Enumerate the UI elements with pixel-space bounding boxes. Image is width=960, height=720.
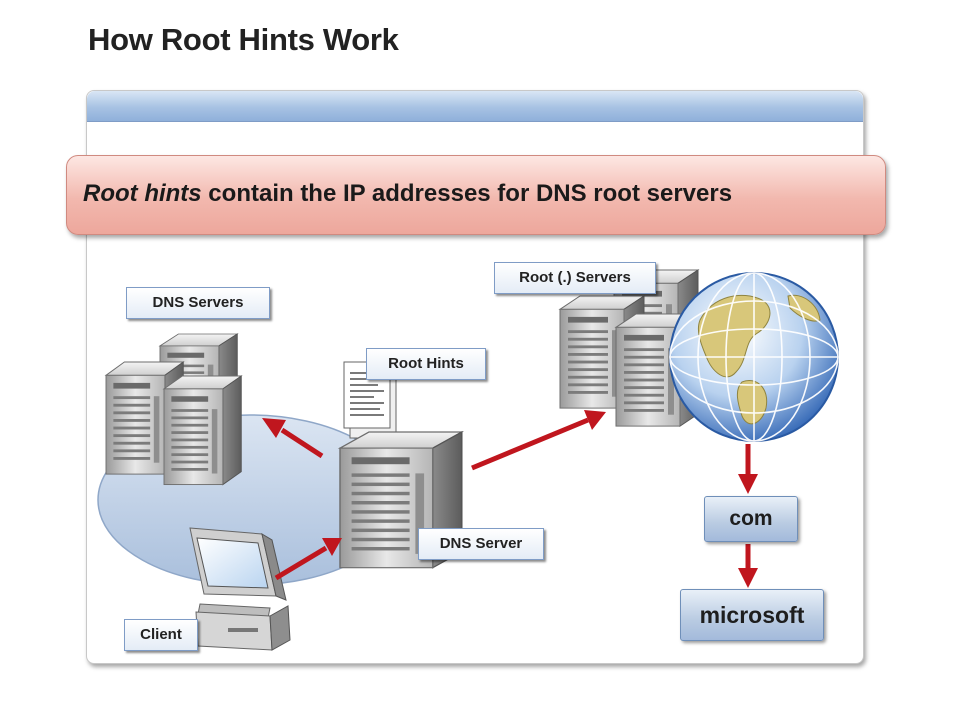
- arrow-dns-to-dns-servers: [280, 427, 324, 459]
- arrowhead: [738, 474, 758, 494]
- banner-rest: contain the IP addresses for DNS root se…: [201, 180, 733, 207]
- panel-header-bar: [87, 91, 863, 122]
- banner-emphasis: Root hints: [83, 180, 202, 207]
- computer-icon: [189, 527, 291, 651]
- label-root-hints: Root Hints: [366, 348, 486, 380]
- banner-text: Root hints contain the IP addresses for …: [83, 180, 732, 208]
- arrow-dns-to-root: [471, 417, 589, 471]
- label-root-servers: Root (.) Servers: [494, 262, 656, 294]
- arrowhead: [738, 568, 758, 588]
- arrow-client-to-dns: [274, 545, 328, 581]
- dns-servers-cluster: [105, 333, 242, 486]
- label-dns-server: DNS Server: [418, 528, 544, 560]
- label-client: Client: [124, 619, 198, 651]
- label-dns-servers: DNS Servers: [126, 287, 270, 319]
- node-com: com: [704, 496, 798, 542]
- arrowhead: [262, 418, 286, 438]
- arrowhead: [322, 538, 342, 556]
- arrowhead: [584, 410, 606, 430]
- page-title: How Root Hints Work: [88, 22, 399, 57]
- key-point-banner: Root hints contain the IP addresses for …: [66, 155, 886, 235]
- server-icon: [163, 375, 242, 486]
- arrows: [262, 410, 758, 588]
- globe-icon: [669, 272, 839, 442]
- node-microsoft: microsoft: [680, 589, 824, 641]
